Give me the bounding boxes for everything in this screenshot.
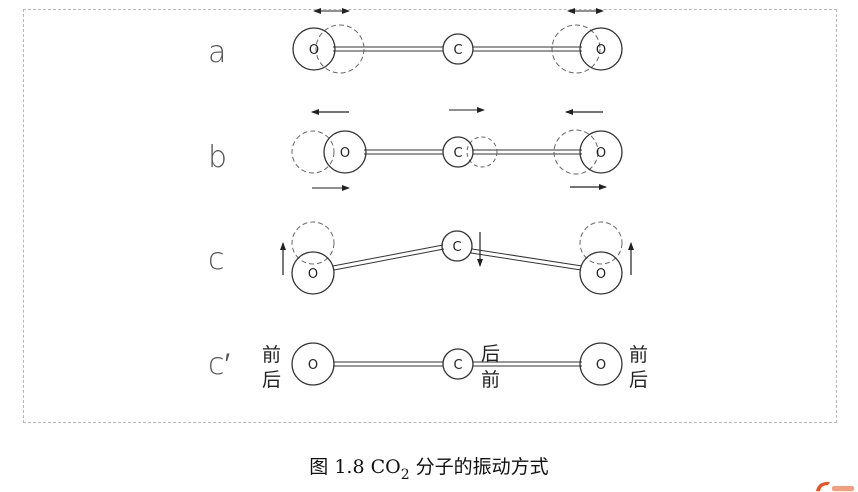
carbon-label: C — [453, 358, 462, 373]
mode-c-bending: c O C O — [208, 221, 634, 295]
ghost-oxygen-left — [291, 221, 335, 265]
oxygen-label: O — [308, 267, 318, 282]
caption-suffix: 分子的振动方式 — [409, 456, 549, 478]
carbon-label: C — [453, 43, 462, 58]
label-back: 后 — [262, 369, 281, 391]
corner-logo-icon — [816, 481, 854, 491]
oxygen-atom-left — [291, 342, 335, 386]
label-back: 后 — [481, 343, 500, 365]
caption-subscript: 2 — [400, 467, 410, 483]
figure-caption: 图 1.8 CO2 分子的振动方式 — [0, 452, 858, 483]
mode-label-a: a — [208, 35, 226, 70]
carbon-atom — [441, 230, 473, 262]
figure-frame — [23, 9, 837, 423]
oxygen-label: O — [308, 358, 318, 373]
mode-label-c-prime: c′ — [208, 347, 230, 382]
ghost-oxygen-right — [551, 24, 601, 74]
mode-b-asymmetric-stretch: b O C O — [208, 107, 623, 191]
ghost-oxygen-right — [553, 129, 599, 175]
carbon-label: C — [452, 240, 461, 255]
label-front: 前 — [481, 369, 500, 391]
oxygen-label: O — [340, 146, 350, 161]
ghost-oxygen-left — [315, 24, 365, 74]
mode-label-c: c — [208, 242, 225, 277]
oxygen-atom-right — [579, 342, 623, 386]
oxygen-atom-left — [291, 251, 335, 295]
label-front: 前 — [262, 344, 281, 366]
mode-a-symmetric-stretch: a O C O — [208, 8, 623, 74]
oxygen-atom-right — [579, 27, 623, 71]
ghost-oxygen-right — [579, 221, 623, 265]
oxygen-label: O — [596, 43, 606, 58]
oxygen-label: O — [596, 267, 606, 282]
oxygen-atom-right — [579, 251, 623, 295]
ghost-oxygen-left — [291, 130, 335, 174]
mode-c-prime-bending-out-of-plane: c′ O C O 前 后 后 前 前 后 — [208, 342, 648, 391]
carbon-atom — [442, 348, 474, 380]
carbon-label: C — [453, 146, 462, 161]
ghost-carbon — [466, 136, 498, 168]
label-back: 后 — [629, 369, 648, 391]
oxygen-atom-left — [323, 130, 367, 174]
oxygen-label: O — [309, 43, 319, 58]
oxygen-label: O — [596, 146, 606, 161]
mode-label-b: b — [208, 140, 227, 175]
carbon-atom — [442, 33, 474, 65]
oxygen-atom-right — [579, 130, 623, 174]
label-front: 前 — [629, 344, 648, 366]
oxygen-atom-left — [292, 27, 336, 71]
co2-vibration-diagram: a O C O b O C O — [208, 8, 648, 391]
oxygen-label: O — [596, 358, 606, 373]
carbon-atom — [442, 136, 474, 168]
caption-prefix: 图 1.8 CO — [309, 456, 401, 478]
